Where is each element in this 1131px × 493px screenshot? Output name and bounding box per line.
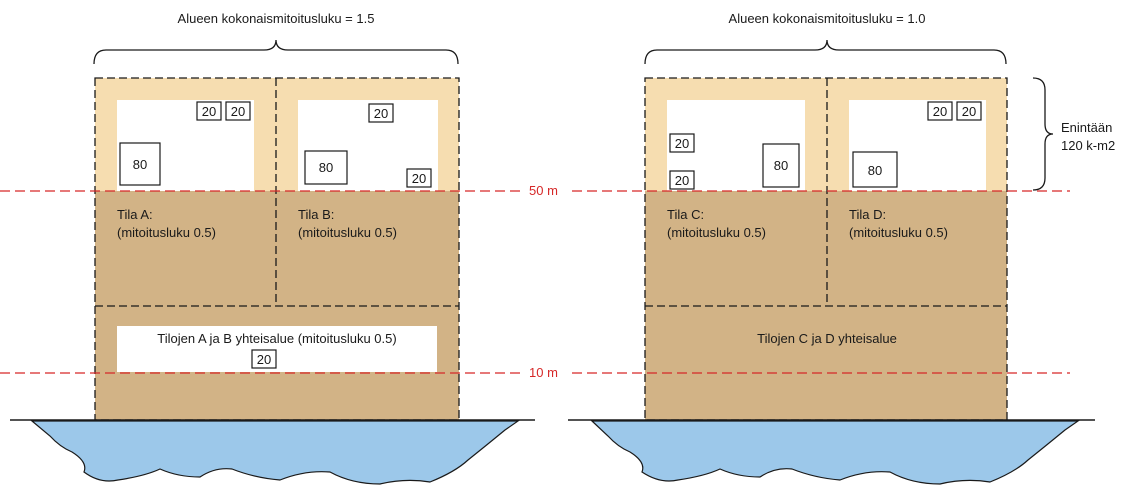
building-20-plot-d-1: 20 bbox=[927, 101, 953, 121]
plot-b-name: Tila B: bbox=[298, 207, 334, 222]
right-area-brace bbox=[644, 39, 1007, 65]
plot-c-ratio: (mitoitusluku 0.5) bbox=[667, 225, 766, 240]
svg-text:20: 20 bbox=[412, 171, 426, 186]
building-80-plot-d: 80 bbox=[852, 151, 898, 188]
building-20-plot-a-2: 20 bbox=[225, 101, 251, 121]
line-10m-label: 10 m bbox=[529, 365, 558, 380]
building-80-plot-c: 80 bbox=[762, 143, 800, 188]
building-20-plot-c-2: 20 bbox=[669, 170, 695, 190]
max-area-label-line1: Enintään bbox=[1061, 120, 1112, 135]
plot-a-ratio: (mitoitusluku 0.5) bbox=[117, 225, 216, 240]
svg-text:20: 20 bbox=[675, 136, 689, 151]
max-area-label-line2: 120 k-m2 bbox=[1061, 138, 1115, 153]
svg-text:80: 80 bbox=[774, 158, 788, 173]
svg-text:20: 20 bbox=[257, 352, 271, 367]
building-80-plot-b: 80 bbox=[304, 150, 348, 185]
right-area-title: Alueen kokonaismitoitusluku = 1.0 bbox=[729, 11, 926, 26]
building-20-shared-ab: 20 bbox=[251, 349, 277, 369]
building-20-plot-a-1: 20 bbox=[196, 101, 222, 121]
plot-d-ratio: (mitoitusluku 0.5) bbox=[849, 225, 948, 240]
shared-ab-white-strip bbox=[117, 326, 437, 372]
svg-text:80: 80 bbox=[319, 160, 333, 175]
building-20-plot-b-top: 20 bbox=[368, 103, 394, 123]
plot-d-name: Tila D: bbox=[849, 207, 886, 222]
right-area-outline bbox=[644, 77, 1008, 421]
svg-text:80: 80 bbox=[868, 163, 882, 178]
plot-a-name: Tila A: bbox=[117, 207, 153, 222]
building-20-plot-c-1: 20 bbox=[669, 133, 695, 153]
svg-text:20: 20 bbox=[933, 104, 947, 119]
building-80-plot-a: 80 bbox=[119, 142, 161, 186]
max-area-brace bbox=[1032, 77, 1054, 191]
svg-text:20: 20 bbox=[202, 104, 216, 119]
plot-c-name: Tila C: bbox=[667, 207, 704, 222]
water-right bbox=[590, 420, 1080, 485]
svg-text:20: 20 bbox=[962, 104, 976, 119]
svg-text:20: 20 bbox=[374, 106, 388, 121]
left-area-title: Alueen kokonaismitoitusluku = 1.5 bbox=[178, 11, 375, 26]
line-50m-label: 50 m bbox=[529, 183, 558, 198]
svg-text:20: 20 bbox=[231, 104, 245, 119]
left-area-brace bbox=[93, 39, 459, 65]
building-20-plot-b-bottom: 20 bbox=[406, 168, 432, 188]
plot-b-ratio: (mitoitusluku 0.5) bbox=[298, 225, 397, 240]
building-20-plot-d-2: 20 bbox=[956, 101, 982, 121]
shared-cd-label: Tilojen C ja D yhteisalue bbox=[757, 331, 897, 346]
svg-text:80: 80 bbox=[133, 157, 147, 172]
svg-text:20: 20 bbox=[675, 173, 689, 188]
water-left bbox=[30, 420, 520, 485]
shared-ab-label: Tilojen A ja B yhteisalue (mitoitusluku … bbox=[157, 331, 396, 346]
